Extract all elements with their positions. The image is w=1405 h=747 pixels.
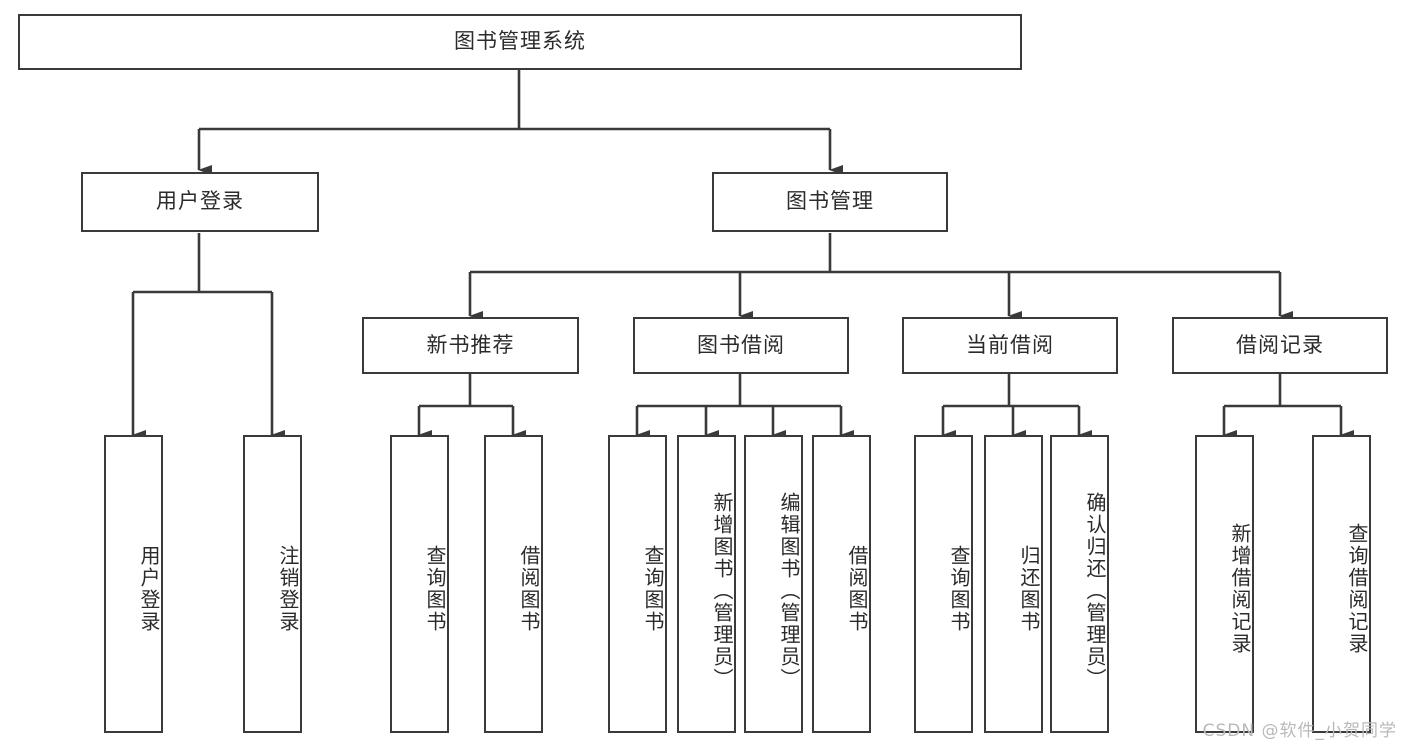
leaf-return-book-label: 归还图书 [1017, 545, 1041, 633]
leaf-return-book[interactable]: 归还图书 [984, 435, 1043, 733]
leaf-add-book-label: 新增图书（管理员） [710, 492, 734, 690]
node-root[interactable]: 图书管理系统 [18, 14, 1022, 70]
leaf-add-record-label: 新增借阅记录 [1228, 523, 1252, 655]
leaf-query-book-1-label: 查询图书 [423, 545, 447, 633]
node-book-manage[interactable]: 图书管理 [712, 172, 948, 232]
leaf-confirm-return-label: 确认归还（管理员） [1083, 492, 1107, 690]
leaf-user-login-label: 用户登录 [137, 545, 161, 633]
leaf-confirm-return[interactable]: 确认归还（管理员） [1050, 435, 1109, 733]
leaf-logout-login-label: 注销登录 [276, 545, 300, 633]
node-new-book-recommend-label: 新书推荐 [426, 332, 515, 357]
leaf-add-book[interactable]: 新增图书（管理员） [677, 435, 736, 733]
node-new-book-recommend[interactable]: 新书推荐 [362, 317, 579, 374]
leaf-query-record-label: 查询借阅记录 [1345, 523, 1369, 655]
leaf-borrow-book-2[interactable]: 借阅图书 [812, 435, 871, 733]
leaf-query-book-1[interactable]: 查询图书 [390, 435, 449, 733]
leaf-edit-book[interactable]: 编辑图书（管理员） [744, 435, 803, 733]
leaf-add-record[interactable]: 新增借阅记录 [1195, 435, 1254, 733]
leaf-user-login[interactable]: 用户登录 [104, 435, 163, 733]
watermark: CSDN @软件_小贺同学 [1202, 721, 1397, 741]
leaf-edit-book-label: 编辑图书（管理员） [777, 492, 801, 690]
node-borrow-record-label: 借阅记录 [1236, 332, 1324, 357]
node-root-label: 图书管理系统 [454, 29, 586, 54]
node-current-borrow-label: 当前借阅 [966, 332, 1054, 357]
node-user-login-label: 用户登录 [156, 189, 244, 214]
leaf-query-book-2-label: 查询图书 [641, 545, 665, 633]
node-user-login[interactable]: 用户登录 [81, 172, 319, 232]
leaf-borrow-book-1-label: 借阅图书 [517, 545, 541, 633]
node-book-borrow[interactable]: 图书借阅 [633, 317, 849, 374]
node-current-borrow[interactable]: 当前借阅 [902, 317, 1118, 374]
leaf-query-record[interactable]: 查询借阅记录 [1312, 435, 1371, 733]
node-borrow-record[interactable]: 借阅记录 [1172, 317, 1388, 374]
leaf-query-book-2[interactable]: 查询图书 [608, 435, 667, 733]
leaf-logout-login[interactable]: 注销登录 [243, 435, 302, 733]
leaf-borrow-book-1[interactable]: 借阅图书 [484, 435, 543, 733]
node-book-borrow-label: 图书借阅 [697, 332, 785, 357]
node-book-manage-label: 图书管理 [786, 189, 874, 214]
leaf-query-book-3-label: 查询图书 [947, 545, 971, 633]
leaf-query-book-3[interactable]: 查询图书 [914, 435, 973, 733]
leaf-borrow-book-2-label: 借阅图书 [845, 545, 869, 633]
